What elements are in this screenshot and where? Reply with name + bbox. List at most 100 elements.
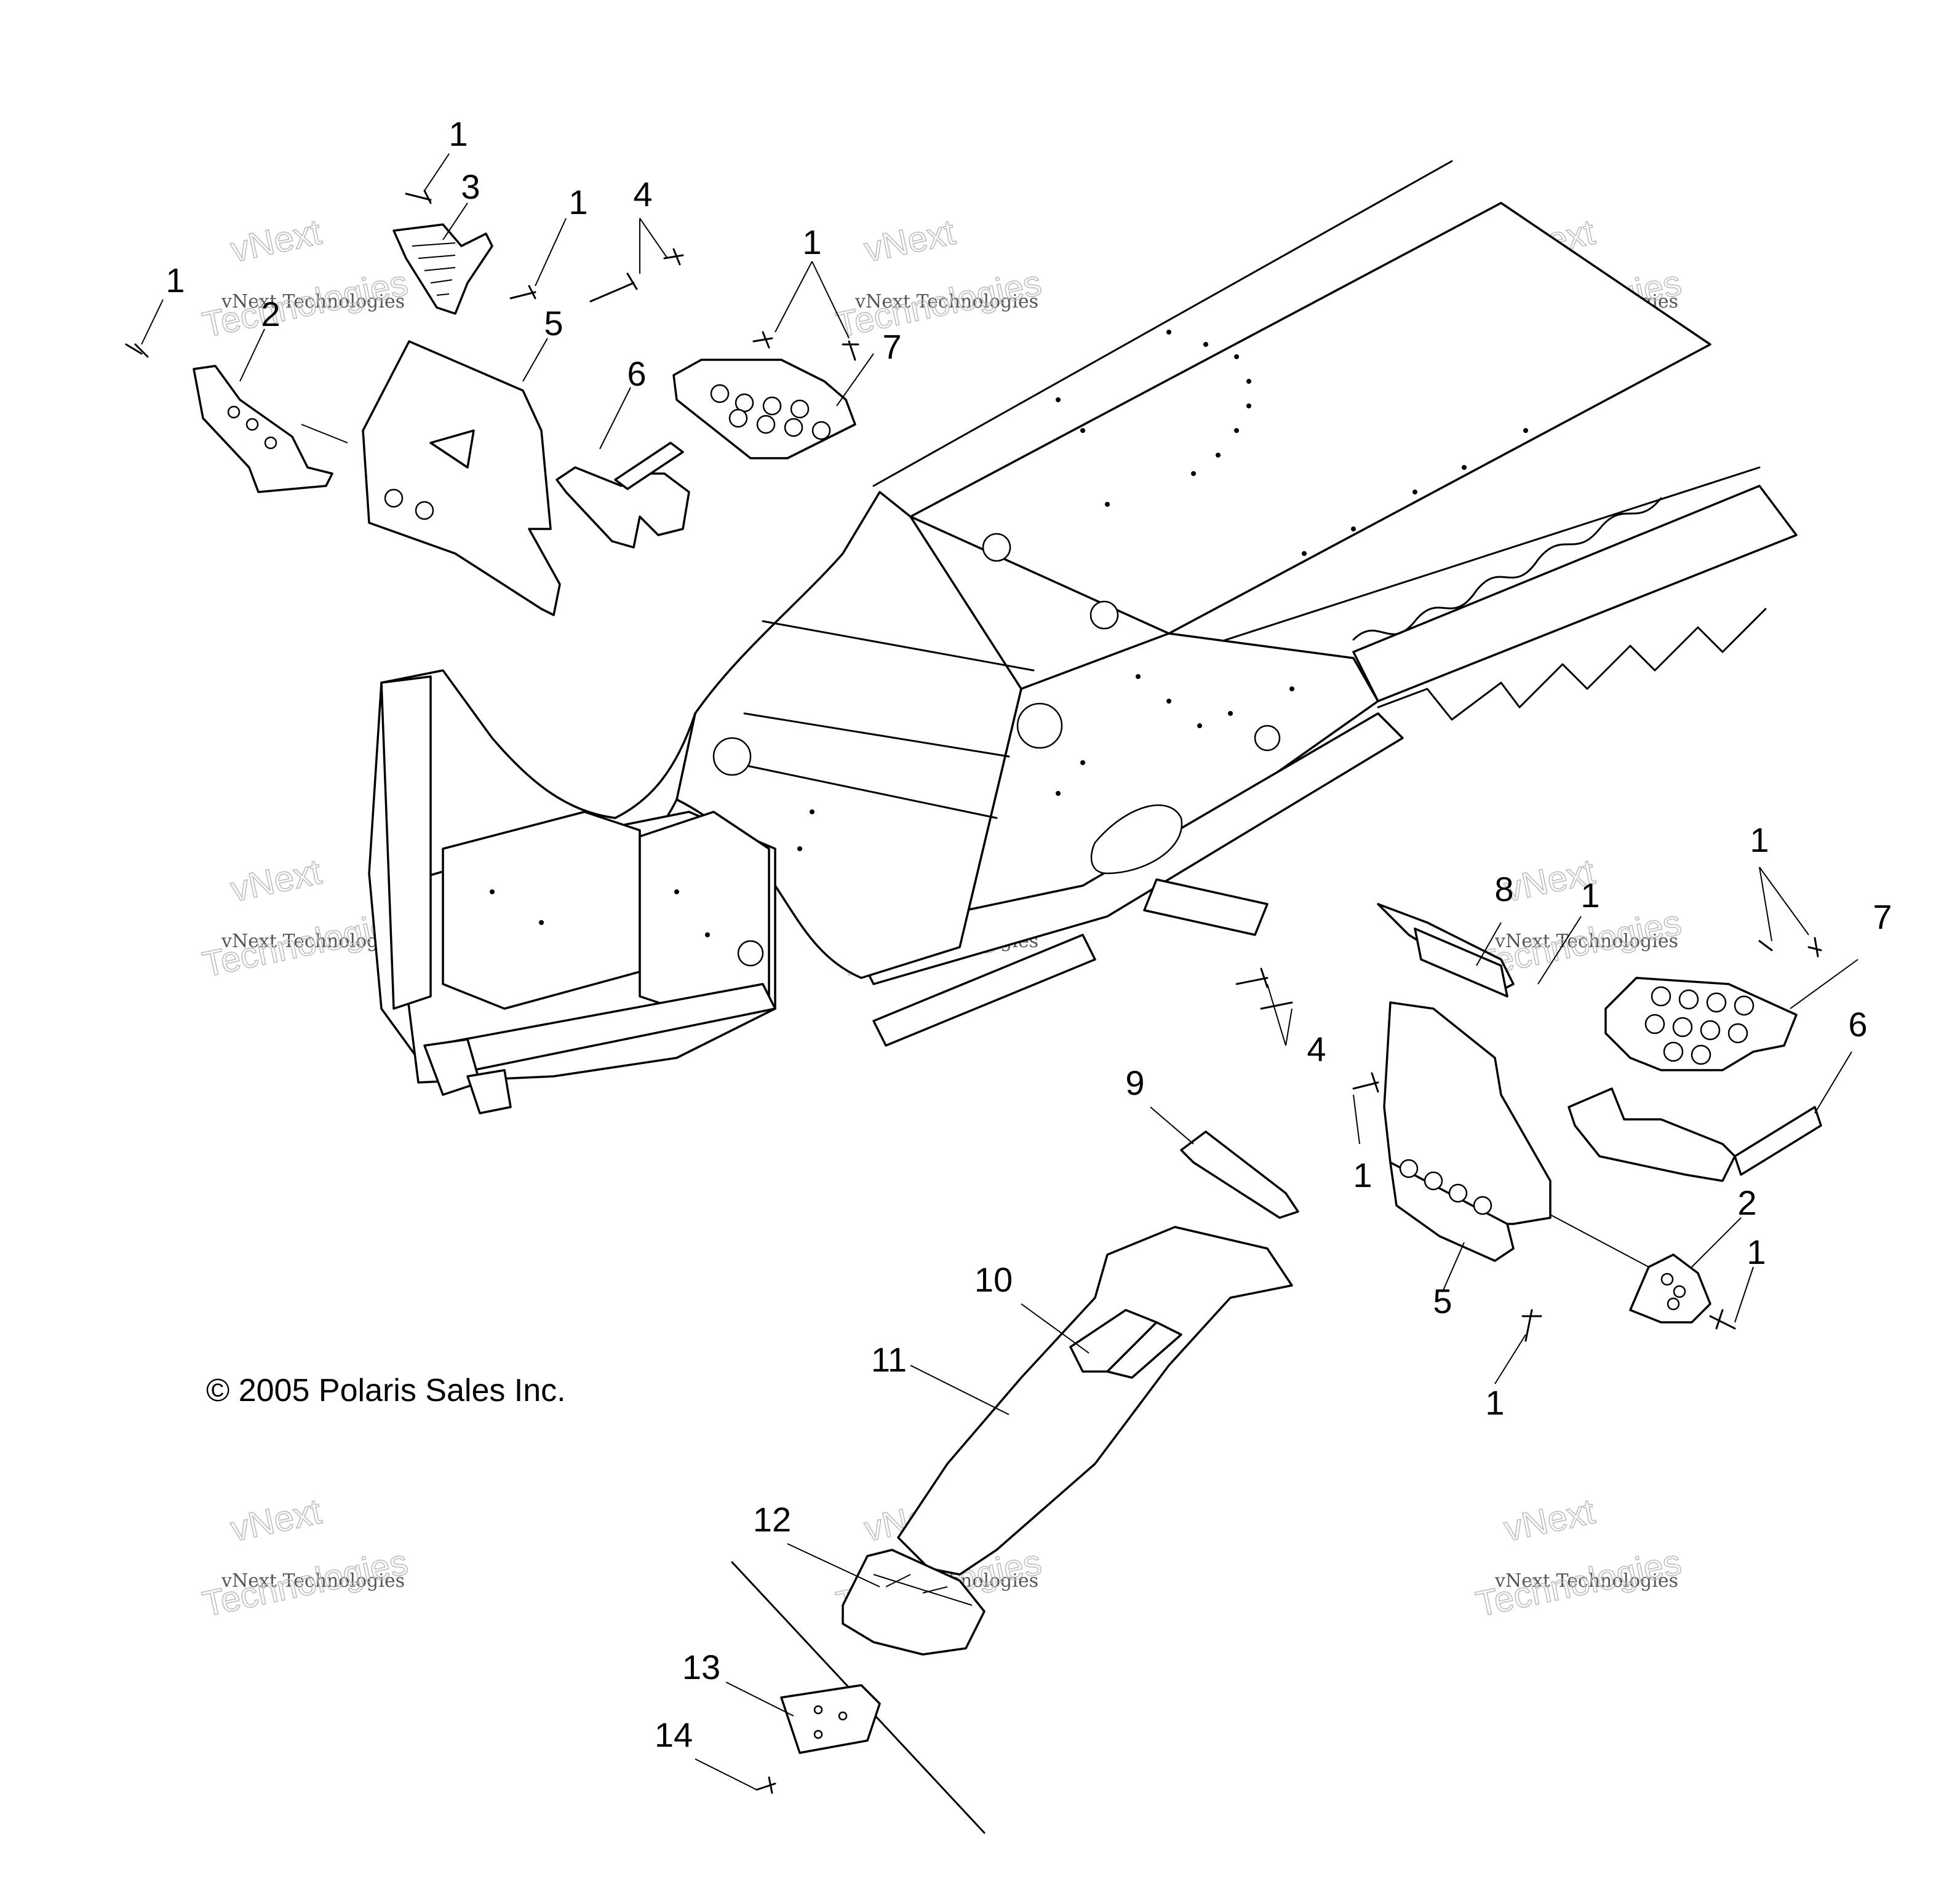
steering-post-left [380,675,432,1010]
leader-1-right-bottom [1494,1334,1526,1384]
part-6-tube-right [1734,1106,1822,1176]
part-2-bracket-right [1629,1253,1711,1324]
tunnel-hole-1 [982,533,1011,562]
bottom-rail-front [872,934,1096,1047]
leader-5a [522,338,548,382]
watermark-text: vNext Technologies [1494,1570,1678,1592]
callout-1-right-bottom: 1 [1485,1383,1504,1422]
leader-1d [775,261,850,339]
watermark-vnext: vNext [861,212,958,270]
tunnel-oval-cutout [1090,804,1183,875]
tunnel-hole-3 [1016,702,1063,749]
part-11-shield [897,1226,1293,1576]
callout-1-top-center: 1 [448,114,468,153]
callout-12: 12 [753,1500,791,1539]
callout-14: 14 [655,1715,693,1754]
watermark-technologies: Technologies [1473,1542,1685,1624]
leader-12 [787,1543,880,1587]
part-13-plate [780,1684,881,1754]
tunnel-top-surface [909,202,1711,635]
leader-4 [639,218,668,274]
callout-1-right-top: 1 [1750,820,1769,859]
watermark-text: vNext Technologies [855,291,1038,312]
callout-1-right-mid: 1 [1580,876,1599,915]
bulkhead-divider-1 [762,620,1035,672]
rivet-dots [490,330,1528,937]
tunnel-hole-2 [1090,600,1119,630]
tunnel-side-wave [1352,497,1662,641]
callout-2-left: 2 [261,295,280,333]
leader-7b [1790,959,1858,1009]
leader-1-right-2 [1734,1266,1754,1323]
part-5-triangle-cutout [429,429,475,469]
callout-9: 9 [1125,1063,1144,1102]
tunnel-top-edge [872,160,1453,487]
leader-1-right-8 [1537,916,1582,985]
upper-left-parts [125,153,874,616]
callout-1-left: 1 [165,261,185,300]
leader-1-right-top [1759,867,1809,942]
fastener-4a-left [589,272,638,303]
part-5-side-panel-left [362,340,561,616]
callout-6-right: 6 [1848,1005,1867,1044]
callout-10: 10 [974,1260,1013,1299]
callout-1-upper-mid: 1 [568,183,588,221]
leader-11 [910,1365,1010,1415]
part-9-strip [1180,1130,1299,1219]
callout-5-left: 5 [544,304,563,343]
part-6-bracket-right [1568,1087,1736,1182]
lower-side-rail [848,712,1404,985]
leader-6a [599,387,631,450]
watermark-text: vNext Technologies [221,291,405,312]
tunnel-hole-5 [1254,725,1281,752]
leader-14 [695,1758,757,1790]
lower-rail-flange [1143,878,1269,936]
callout-labels: 1 1 1 1 1 1 1 1 1 1 1 1 1 2 2 3 4 4 5 5 … [165,114,1892,1754]
part-10-decal-2 [1106,1321,1182,1379]
fastener-1a-left [125,343,149,358]
leader-4b [1267,983,1293,1046]
fastener-1-right-c [1709,1309,1736,1330]
callout-7-left: 7 [882,327,901,366]
callout-8: 8 [1494,870,1513,908]
part-6-bracket-left [556,466,690,549]
part-2-bracket-left [193,365,333,493]
leader-2b [1691,1217,1742,1268]
watermark-text: vNext Technologies [221,1570,405,1592]
leader-6b [1814,1051,1852,1114]
callout-2-right: 2 [1737,1183,1756,1222]
watermark-text: vNext Technologies [1494,931,1678,952]
leader-5b [1442,1242,1465,1292]
copyright-text: © 2005 Polaris Sales Inc. [206,1373,566,1408]
fastener-1-right-a [1352,1072,1379,1093]
chassis-tunnel [368,160,1798,1114]
leader-3 [442,202,468,240]
watermark-vnext: vNext [1500,1491,1598,1549]
watermark-vnext: vNext [227,212,325,270]
callout-3: 3 [461,167,480,206]
fastener-1e-left [842,340,859,361]
callout-7-right: 7 [1873,897,1892,936]
watermark-top-center: vNext vNext Technologies Technologies [832,212,1045,346]
callout-1-right-far: 1 [1747,1233,1766,1271]
running-board-serrations [1377,608,1767,721]
leader-2a [239,328,265,382]
watermark-top-left: vNext vNext Technologies Technologies [199,212,412,346]
part-5-lower-flange-right [1389,1161,1515,1262]
leader-1b [424,153,450,191]
watermark-technologies: Technologies [199,263,412,345]
callout-11: 11 [871,1340,907,1379]
leader-9 [1150,1106,1194,1145]
watermark-vnext: vNext [227,852,325,910]
watermark-bottom-left: vNext vNext Technologies Technologies [199,1491,412,1625]
callout-6-left: 6 [627,354,646,393]
leader-1a [141,299,164,345]
bulkhead-divider-2 [743,712,1010,758]
callout-4-top: 4 [633,175,652,213]
front-bulkhead-box [442,811,641,1010]
callout-13: 13 [682,1648,720,1686]
watermark-technologies: Technologies [833,263,1045,345]
fastener-1-right-b [1521,1309,1542,1342]
fastener-4b-left [663,248,684,266]
